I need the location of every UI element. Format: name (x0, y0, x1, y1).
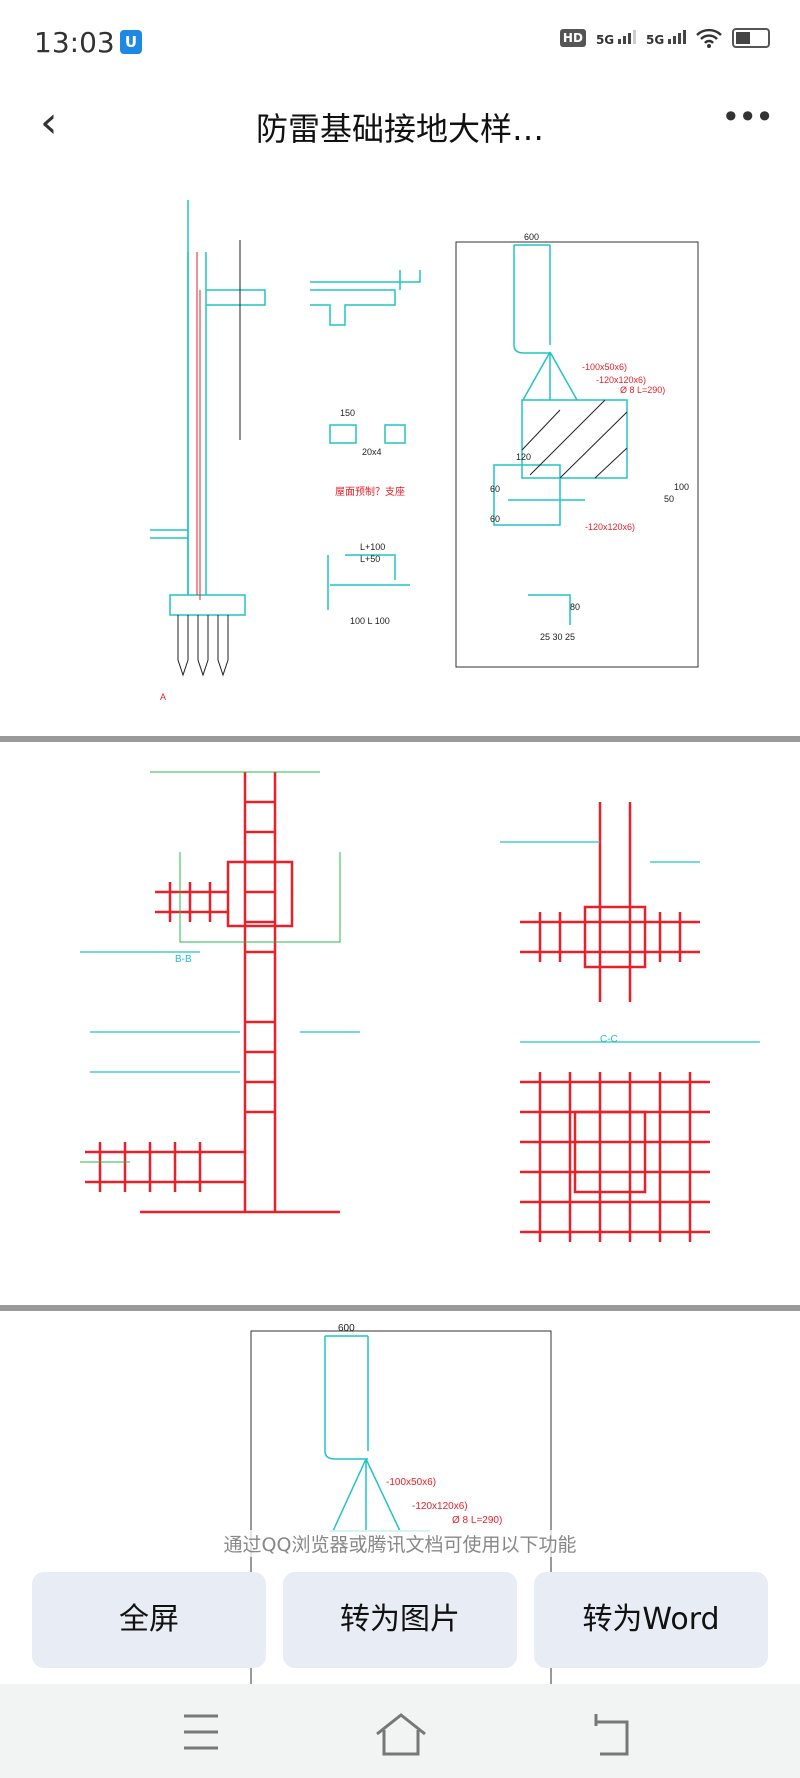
fullscreen-button[interactable]: 全屏 (32, 1572, 266, 1668)
drawing-label: 屋面预制？支座 (335, 485, 405, 498)
network-type: 5G (595, 32, 615, 47)
battery-icon (732, 28, 770, 48)
document-page-1: A 屋面预制？支座 150 20x4 L+100 L+50 100 L 100 … (0, 200, 800, 736)
drawing-label: 150 (340, 408, 355, 418)
convert-to-word-button[interactable]: 转为Word (534, 1572, 768, 1668)
home-icon[interactable] (374, 1712, 428, 1756)
cad-drawing-2: B-B C-C (80, 771, 760, 1242)
back-icon[interactable] (590, 1712, 630, 1756)
page-title: 防雷基础接地大样… (255, 110, 544, 148)
drawing-label: 20x4 (362, 447, 382, 457)
wifi-icon (696, 28, 722, 48)
system-nav-bar (0, 1684, 800, 1778)
drawing-label: -100x50x6) (386, 1477, 436, 1488)
drawing-label: 50 (664, 494, 674, 504)
drawing-label: B-B (175, 954, 192, 965)
drawing-label: 120 (516, 452, 531, 462)
document-page-2: B-B C-C (0, 742, 800, 1304)
drawing-label: -100x50x6) (582, 362, 627, 372)
drawing-label: -120x120x6) (585, 522, 635, 532)
clock: 13:03 (34, 26, 115, 59)
signal-icon: 5G (645, 29, 686, 47)
title-bar: ‹ 防雷基础接地大样… ••• (0, 88, 800, 160)
page-divider (0, 1305, 800, 1311)
app-notification-icon: U (120, 30, 142, 54)
feature-hint: 通过QQ浏览器或腾讯文档可使用以下功能 (0, 1530, 800, 1557)
drawing-label: 600 (524, 232, 539, 242)
drawing-label: -120x120x6) (412, 1501, 468, 1512)
drawing-label: 100 L 100 (350, 616, 390, 626)
drawing-label: L+100 (360, 542, 385, 552)
drawing-label: -120x120x6) (596, 375, 646, 385)
page-divider (0, 736, 800, 742)
signal-icon: 5G (595, 29, 636, 47)
menu-icon[interactable] (182, 1712, 220, 1752)
drawing-label: Ø 8 L=290) (452, 1515, 502, 1526)
cad-drawing-3: 600 -100x50x6) -120x120x6) Ø 8 L=290) (250, 1323, 552, 1692)
drawing-label: 60 (490, 514, 500, 524)
more-dots-icon[interactable]: ••• (721, 98, 774, 136)
drawing-label: 600 (338, 1323, 355, 1334)
drawing-label: A (160, 692, 166, 702)
drawing-label: 80 (570, 602, 580, 612)
drawing-label: 60 (490, 484, 500, 494)
network-type: 5G (645, 32, 665, 47)
drawing-label: 25 30 25 (540, 632, 575, 642)
hd-icon: HD (559, 29, 586, 47)
drawing-label: Ø 8 L=290) (620, 385, 665, 395)
chevron-left-icon[interactable]: ‹ (40, 97, 58, 148)
cad-drawing-1: A 屋面预制？支座 150 20x4 L+100 L+50 100 L 100 … (150, 200, 699, 702)
convert-to-image-button[interactable]: 转为图片 (283, 1572, 517, 1668)
status-bar: 13:03 U HD 5G 5G (0, 0, 800, 88)
drawing-label: 100 (674, 482, 689, 492)
drawing-label: C-C (600, 1034, 618, 1045)
drawing-label: L+50 (360, 554, 380, 564)
